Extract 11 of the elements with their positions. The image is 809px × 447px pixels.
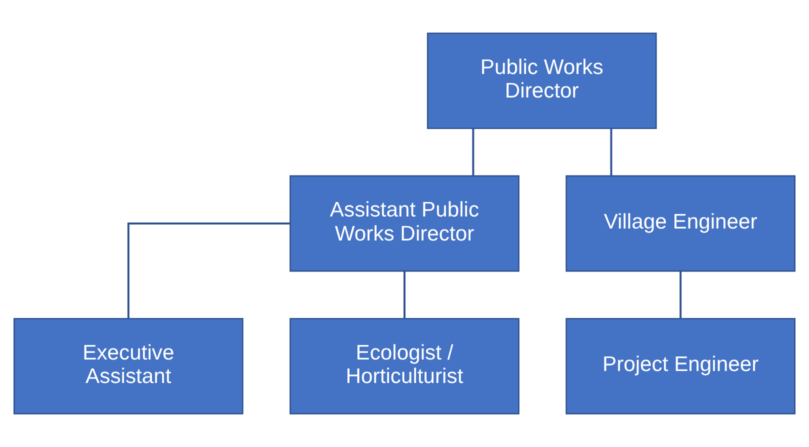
node-box: Project Engineer (566, 318, 796, 414)
connector (610, 128, 612, 176)
connector (680, 271, 682, 318)
node-box: Ecologist / Horticulturist (290, 318, 520, 414)
connector (472, 128, 474, 176)
node-box: Executive Assistant (14, 318, 244, 414)
node-box: Assistant Public Works Director (290, 175, 520, 272)
node-box: Public Works Director (426, 32, 657, 130)
connector (404, 271, 406, 318)
node-box: Village Engineer (566, 175, 796, 272)
connector (127, 222, 290, 318)
